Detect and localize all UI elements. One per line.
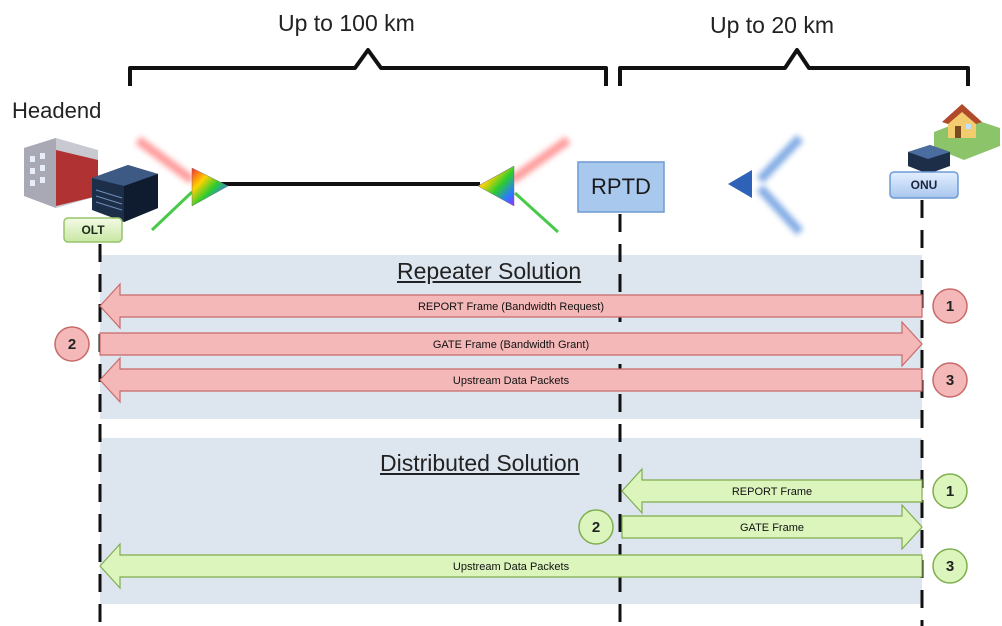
- distributed-message-2: GATE Frame: [621, 503, 923, 551]
- distributed-step-2: 2: [578, 509, 614, 545]
- message-arrows: REPORT Frame (Bandwidth Request) GATE Fra…: [99, 282, 923, 590]
- distributed-solution-title: Distributed Solution: [380, 450, 580, 476]
- distributed-step-1: 1: [932, 473, 968, 509]
- repeater-message-1: REPORT Frame (Bandwidth Request): [99, 282, 923, 330]
- distributed-message-3-label: Upstream Data Packets: [453, 561, 570, 573]
- onu-label: ONU: [910, 178, 938, 192]
- feeder-distance-label: Up to 100 km: [278, 10, 415, 36]
- repeater-step-1: 1: [932, 288, 968, 324]
- distributed-step-2-number: 2: [592, 519, 600, 536]
- repeater-message-1-shape: [99, 282, 923, 330]
- distributed-step-3-number: 3: [946, 558, 954, 575]
- distributed-message-3-shape: [99, 542, 923, 590]
- distributed-message-1-shape: [621, 467, 923, 515]
- splitter-icon: [728, 134, 804, 236]
- house-icon: [934, 104, 1000, 160]
- repeater-step-2-number: 2: [68, 336, 76, 353]
- distributed-step-1-number: 1: [946, 483, 954, 500]
- repeater-message-2-label: GATE Frame (Bandwidth Grant): [433, 339, 589, 351]
- feeder-distance-brace: [128, 48, 608, 86]
- step-markers: 1 2 3 1 2 3: [54, 288, 968, 584]
- left-amplifier-beams: [135, 136, 195, 232]
- distributed-message-3: Upstream Data Packets: [99, 542, 923, 590]
- onu-box: [889, 171, 959, 199]
- drop-distance-brace: [618, 48, 970, 86]
- repeater-message-3: Upstream Data Packets: [99, 356, 923, 404]
- rptd-box: [577, 161, 665, 213]
- repeater-message-3-label: Upstream Data Packets: [453, 375, 570, 387]
- left-prism-icon: [191, 167, 229, 207]
- distributed-message-1: REPORT Frame: [621, 467, 923, 515]
- headend-label: Headend: [12, 98, 102, 123]
- building-icon: [24, 138, 98, 208]
- repeater-solution-title: Repeater Solution: [397, 258, 582, 284]
- right-amplifier-beams: [509, 136, 571, 234]
- repeater-message-1-label: REPORT Frame (Bandwidth Request): [418, 301, 604, 313]
- drop-distance-label: Up to 20 km: [710, 12, 834, 38]
- distributed-message-2-label: GATE Frame: [740, 522, 804, 534]
- repeater-message-2-shape: [99, 320, 923, 368]
- distributed-step-3: 3: [932, 548, 968, 584]
- olt-label: OLT: [81, 223, 105, 237]
- distributed-message-2-shape: [621, 503, 923, 551]
- rptd-label: RPTD: [591, 174, 651, 199]
- distributed-message-1-label: REPORT Frame: [732, 486, 812, 498]
- onu-device-icon: [908, 145, 950, 174]
- repeater-step-2: 2: [54, 326, 90, 362]
- olt-rack-icon: [92, 165, 158, 222]
- right-prism-icon: [477, 165, 515, 207]
- repeater-step-1-number: 1: [946, 298, 954, 315]
- repeater-step-3: 3: [932, 362, 968, 398]
- repeater-message-2: GATE Frame (Bandwidth Grant): [99, 320, 923, 368]
- repeater-message-3-shape: [99, 356, 923, 404]
- repeater-step-3-number: 3: [946, 372, 954, 389]
- olt-box: [63, 217, 123, 243]
